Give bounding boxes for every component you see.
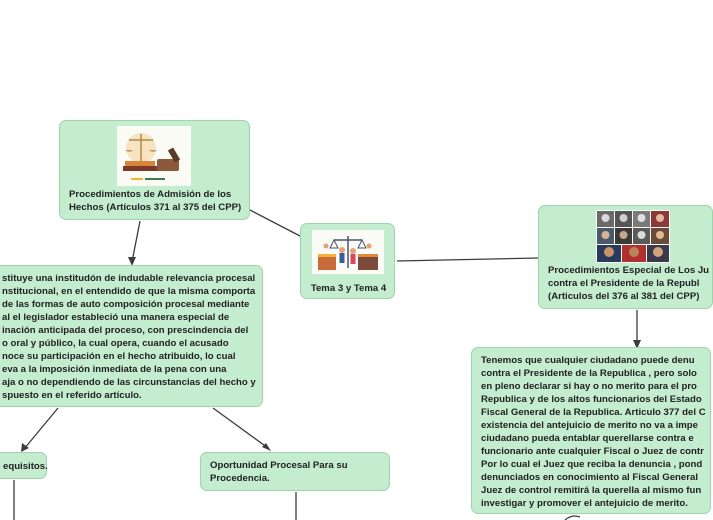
- node-requisitos[interactable]: equisitos.: [0, 452, 48, 479]
- arrowhead-denuncia: [633, 340, 641, 349]
- node-denuncia-line-9: Por lo cual el Juez que reciba la denunc…: [481, 459, 703, 470]
- link-definicion-oportunidad: [212, 407, 269, 449]
- node-definicion-line-2: nstitucional, en el entendido de que la …: [2, 286, 256, 297]
- node-definicion-admision[interactable]: stituye una institudón de indudable rele…: [0, 265, 263, 407]
- justice-scales-gavel-books-illustration-icon: [117, 126, 191, 186]
- node-definicion-line-7: noce su participación en el hecho atribu…: [2, 351, 236, 362]
- node-oportunidad-line-1: Oportunidad Procesal Para su: [210, 460, 348, 471]
- link-definicion-requisitos: [23, 407, 59, 450]
- mind-map-canvas: Tema 3 y Tema 4 Procedimientos de Admisi…: [0, 120, 713, 520]
- justice-scales-lawyers-illustration-icon: [312, 230, 384, 274]
- node-definicion-line-9: aja o no dependiendo de las circunstanci…: [2, 377, 256, 388]
- node-especial-line-1: Procedimientos Especial de Los Ju: [548, 265, 710, 276]
- node-oportunidad-line-2: Procedencia.: [210, 473, 270, 484]
- node-definicion-line-5: inación anticipada del proceso, con pres…: [2, 325, 249, 336]
- node-especial-line-3: (Articulos del 376 al 381 del CPP): [548, 291, 700, 302]
- node-definicion-line-8: eva a la imposición inmediata de la pena…: [2, 364, 227, 375]
- node-admision-line-2: Hechos (Artículos 371 al 375 del CPP): [69, 202, 242, 213]
- node-requisitos-line-1: equisitos.: [3, 461, 48, 472]
- node-denuncia-line-12: investigar y promover el antejuicio de m…: [481, 498, 688, 509]
- node-definicion-line-10: spuesto en el referido artículo.: [2, 390, 142, 401]
- link-center-admision: [249, 209, 301, 237]
- arrowhead-oportunidad: [262, 443, 271, 451]
- node-denuncia-line-2: contra el Presidente de la Republica , p…: [481, 368, 697, 379]
- node-procedimientos-especial[interactable]: Procedimientos Especial de Los Ju contra…: [538, 205, 713, 309]
- link-center-especial: [396, 257, 539, 262]
- link-admision-definicion: [131, 220, 141, 263]
- node-admision-line-1: Procedimientos de Admisión de los: [69, 189, 232, 200]
- node-definicion-line-3: de las formas de auto composición proces…: [2, 299, 250, 310]
- node-denuncia-line-6: existencia del antejuicio de merito no v…: [481, 420, 698, 431]
- portrait-grid-of-officials-icon: [596, 210, 670, 263]
- node-denuncia-line-7: ciudadano pueda entablar querellarse con…: [481, 433, 694, 444]
- node-definicion-line-6: o oral y público, la cual opera, cuando …: [2, 338, 229, 349]
- node-definicion-line-4: al el legislador estableció una manera e…: [2, 312, 230, 323]
- node-denuncia-line-1: Tenemos que cualquier ciudadano puede de…: [481, 355, 695, 366]
- connector-lines: [13, 209, 641, 520]
- arrowhead-definicion: [128, 257, 136, 266]
- node-tema-central[interactable]: Tema 3 y Tema 4: [300, 223, 395, 299]
- node-denuncia-line-11: Juez de control remitirá la querella al …: [481, 485, 702, 496]
- node-denuncia-line-5: Fiscal General de la Republica. Articulo…: [481, 407, 706, 418]
- node-denuncia-line-3: en pleno declarar si hay o no merito par…: [481, 381, 697, 392]
- node-denuncia-line-8: funcionario ante cualquier Fiscal o Juez…: [481, 446, 704, 457]
- node-denuncia-antejuicio[interactable]: Tenemos que cualquier ciudadano puede de…: [471, 347, 711, 514]
- node-oportunidad-procesal[interactable]: Oportunidad Procesal Para su Procedencia…: [200, 452, 390, 491]
- arrowhead-requisitos: [21, 443, 29, 452]
- node-tema-central-line-1: Tema 3 y Tema 4: [310, 283, 387, 294]
- node-denuncia-line-10: denunciados en conocimiento al Fiscal Ge…: [481, 472, 698, 483]
- node-denuncia-line-4: Republica y de los altos funcionarios de…: [481, 394, 702, 405]
- node-procedimientos-admision[interactable]: Procedimientos de Admisión de los Hechos…: [59, 120, 250, 220]
- node-especial-line-2: contra el Presidente de la Republ: [548, 278, 700, 289]
- node-definicion-line-1: stituye una institudón de indudable rele…: [2, 273, 256, 284]
- link-denuncia-down: [564, 515, 581, 520]
